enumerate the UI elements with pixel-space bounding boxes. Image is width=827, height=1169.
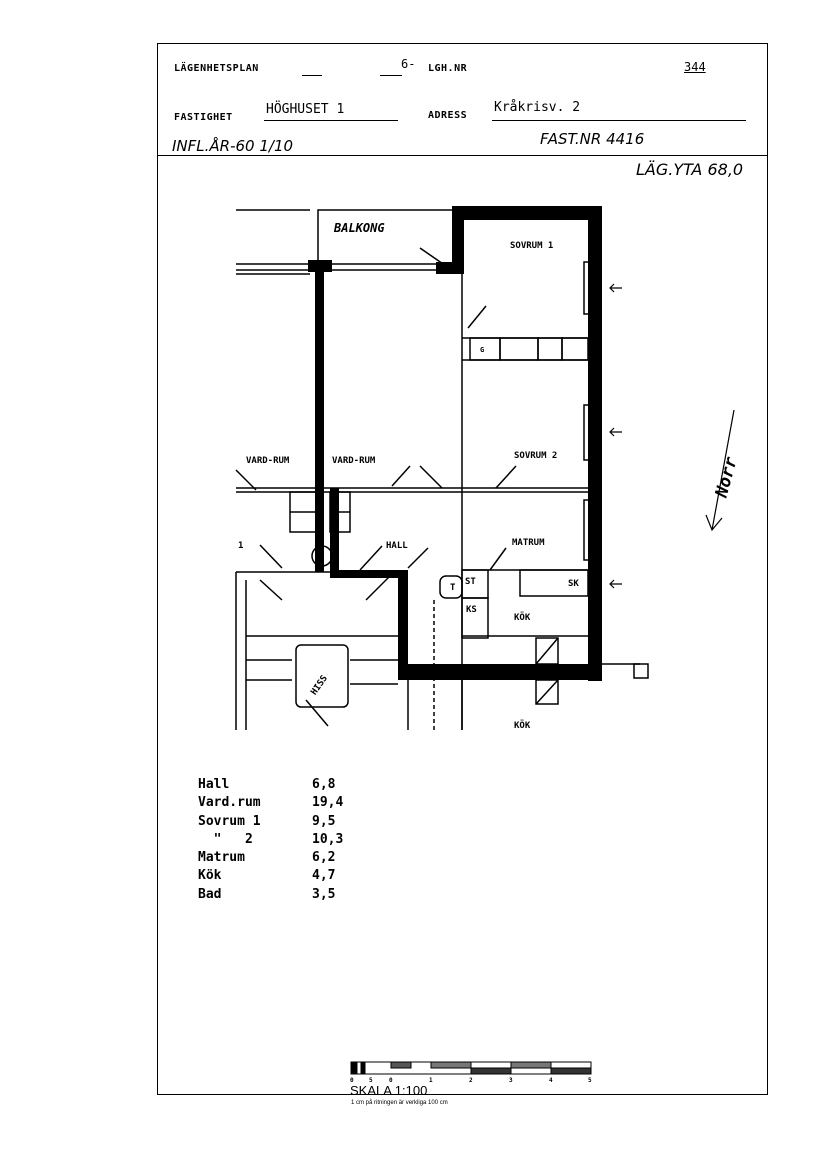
room-area: 9,5 — [312, 813, 336, 829]
st-label: ST — [465, 577, 476, 587]
scale-note: 1 cm på ritningen är verkliga 100 cm — [351, 1100, 448, 1106]
floor-value: 6- — [401, 57, 416, 71]
scale-tick: 3 — [509, 1077, 513, 1084]
plan-label: LÄGENHETSPLAN — [174, 63, 259, 74]
room-area: 6,2 — [312, 850, 336, 866]
scale-tick: 2 — [469, 1077, 473, 1084]
living-left-label: VARD-RUM — [246, 456, 290, 466]
area-row: Bad 3,5 — [198, 886, 343, 904]
room-area: 10,3 — [312, 831, 344, 847]
address-label: ADRESS — [428, 110, 468, 121]
sk-label: SK — [568, 579, 579, 589]
room-area: 6,8 — [312, 777, 336, 792]
property-underline — [264, 120, 398, 121]
scale-tick: 0 — [389, 1077, 393, 1084]
kitchen-below-label: KÖK — [514, 720, 531, 731]
floor-plan: BALKONG SOVRUM 1 SOVRUM 2 VARD-RUM VARD-… — [235, 206, 742, 731]
move-in-date: INFL.ÅR-60 1/10 — [172, 137, 294, 155]
floor-underline — [380, 75, 402, 76]
kitchen-label: KÖK — [514, 612, 531, 623]
room-area: 3,5 — [312, 886, 336, 902]
room-name: Matrum — [198, 850, 245, 866]
bedroom2-label: SOVRUM 2 — [514, 451, 557, 461]
area-row: Hall 6,8 — [198, 776, 343, 794]
hall-label: HALL — [386, 541, 408, 551]
room-area: 4,7 — [312, 868, 336, 884]
living-label: VARD-RUM — [332, 456, 376, 466]
scale-tick: 4 — [549, 1077, 553, 1084]
scale-tick: 1 — [429, 1077, 433, 1084]
room-area: 19,4 — [312, 795, 344, 811]
wall — [452, 206, 602, 220]
scale-tick: 5 — [588, 1077, 592, 1084]
closet-label: G — [480, 346, 484, 354]
room-name: Vard.rum — [198, 795, 261, 811]
scale-bar: 0 5 0 1 2 3 4 5 — [350, 1061, 592, 1084]
area-row: Matrum 6,2 — [198, 849, 343, 867]
bedroom1-label: SOVRUM 1 — [510, 241, 553, 251]
scale-title: SKALA 1:100 — [350, 1083, 428, 1098]
area-table: Hall 6,8 Vard.rum 19,4 Sovrum 1 9,5 " 2 10,3… — [198, 776, 343, 904]
room-name: Kök — [198, 868, 222, 884]
apartment-no: 344 — [684, 60, 706, 74]
address-underline — [492, 120, 746, 121]
property-label: FASTIGHET — [174, 112, 233, 123]
apartment-no-label: LGH.NR — [428, 63, 468, 74]
dining-label: MATRUM — [512, 538, 545, 548]
one-label: 1 — [238, 541, 243, 551]
blank-line — [302, 75, 322, 76]
area-row: " 2 10,3 — [198, 831, 344, 849]
area-row: Vard.rum 19,4 — [198, 794, 343, 812]
arrow-icon — [609, 283, 622, 293]
scale-tick: 0 — [350, 1077, 354, 1084]
area-row: Sovrum 1 9,5 — [198, 813, 343, 831]
room-name: Sovrum 1 — [198, 813, 261, 829]
property-number: FAST.NR 4416 — [540, 130, 645, 148]
t-label: T — [450, 583, 456, 593]
north-label: Norr — [712, 454, 742, 500]
document-frame — [157, 43, 768, 1095]
room-name: Bad — [198, 886, 222, 902]
elevator-label: HISS — [309, 674, 330, 698]
apartment-area: LÄG.YTA 68,0 — [636, 160, 744, 179]
scale-tick: 5 — [369, 1077, 373, 1084]
ks-label: KS — [466, 605, 477, 615]
address-value: Kråkrisv. 2 — [494, 100, 581, 115]
area-row: Kök 4,7 — [198, 867, 343, 885]
room-name: " 2 — [198, 831, 253, 847]
north-arrow-icon — [705, 409, 735, 532]
balcony-label: BALKONG — [333, 221, 385, 235]
header-divider — [157, 155, 767, 156]
room-name: Hall — [198, 777, 230, 792]
property-value: HÖGHUSET 1 — [266, 102, 345, 117]
